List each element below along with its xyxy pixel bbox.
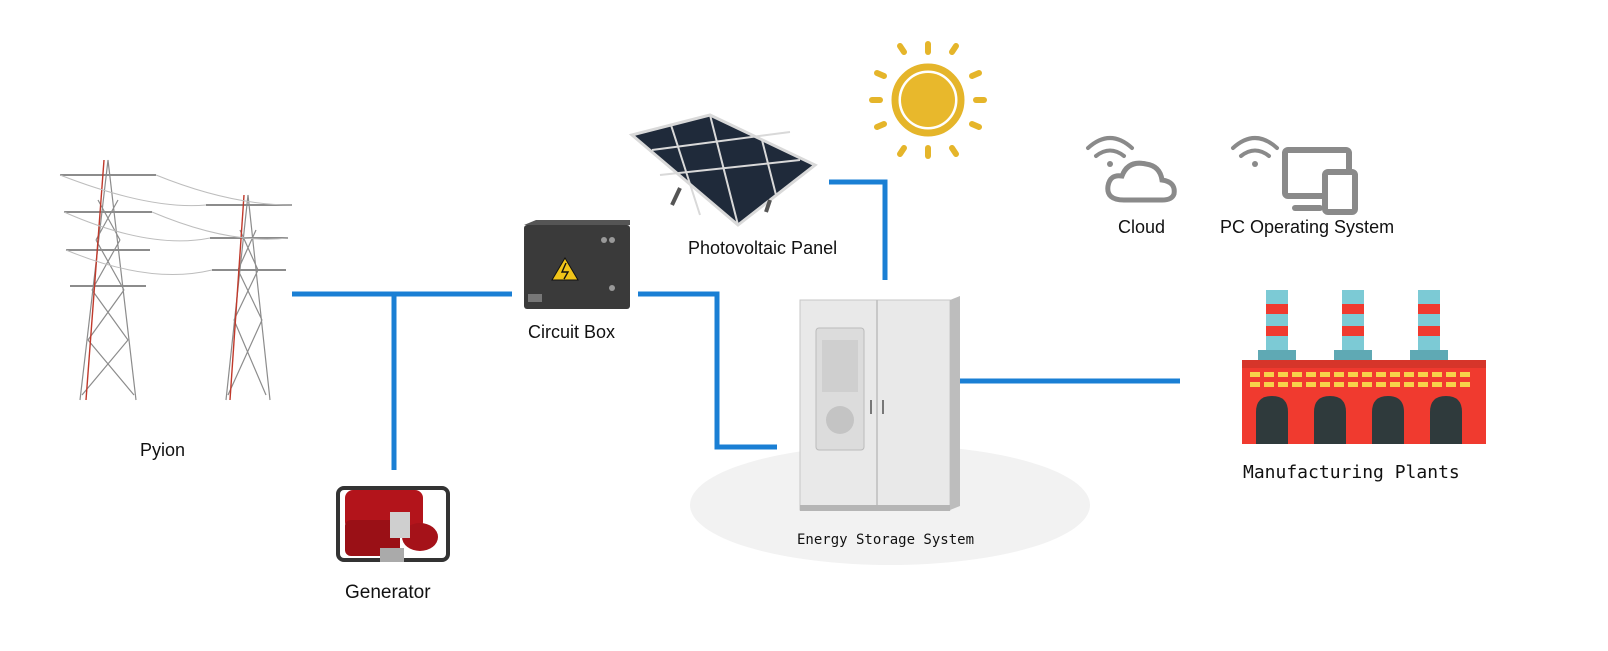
solar-panel-icon bbox=[628, 113, 818, 227]
generator-icon bbox=[336, 486, 450, 562]
factory-icon bbox=[1242, 290, 1486, 444]
ess-label: Energy Storage System bbox=[797, 532, 975, 548]
connector-pv-ess bbox=[829, 179, 888, 280]
wifi-cloud-icon bbox=[1086, 136, 1177, 203]
pc-os-label: PC Operating System bbox=[1220, 217, 1395, 237]
generator-label: Generator bbox=[345, 582, 431, 603]
circuit-box-label: Circuit Box bbox=[528, 322, 616, 342]
connector-circuitbox-ess bbox=[638, 291, 777, 450]
circuit-box-icon bbox=[524, 220, 630, 309]
plants-label: Manufacturing Plants bbox=[1243, 462, 1460, 483]
power-pylon-icon bbox=[59, 159, 293, 401]
energy-storage-cabinet-icon bbox=[690, 296, 1090, 565]
pv-panel-label: Photovoltaic Panel bbox=[688, 238, 838, 258]
sun-icon bbox=[869, 41, 987, 159]
wifi-devices-icon bbox=[1231, 136, 1358, 215]
pylon-label: Pyion bbox=[140, 440, 186, 460]
cloud-label: Cloud bbox=[1118, 217, 1166, 237]
connector-lines bbox=[292, 179, 1180, 470]
